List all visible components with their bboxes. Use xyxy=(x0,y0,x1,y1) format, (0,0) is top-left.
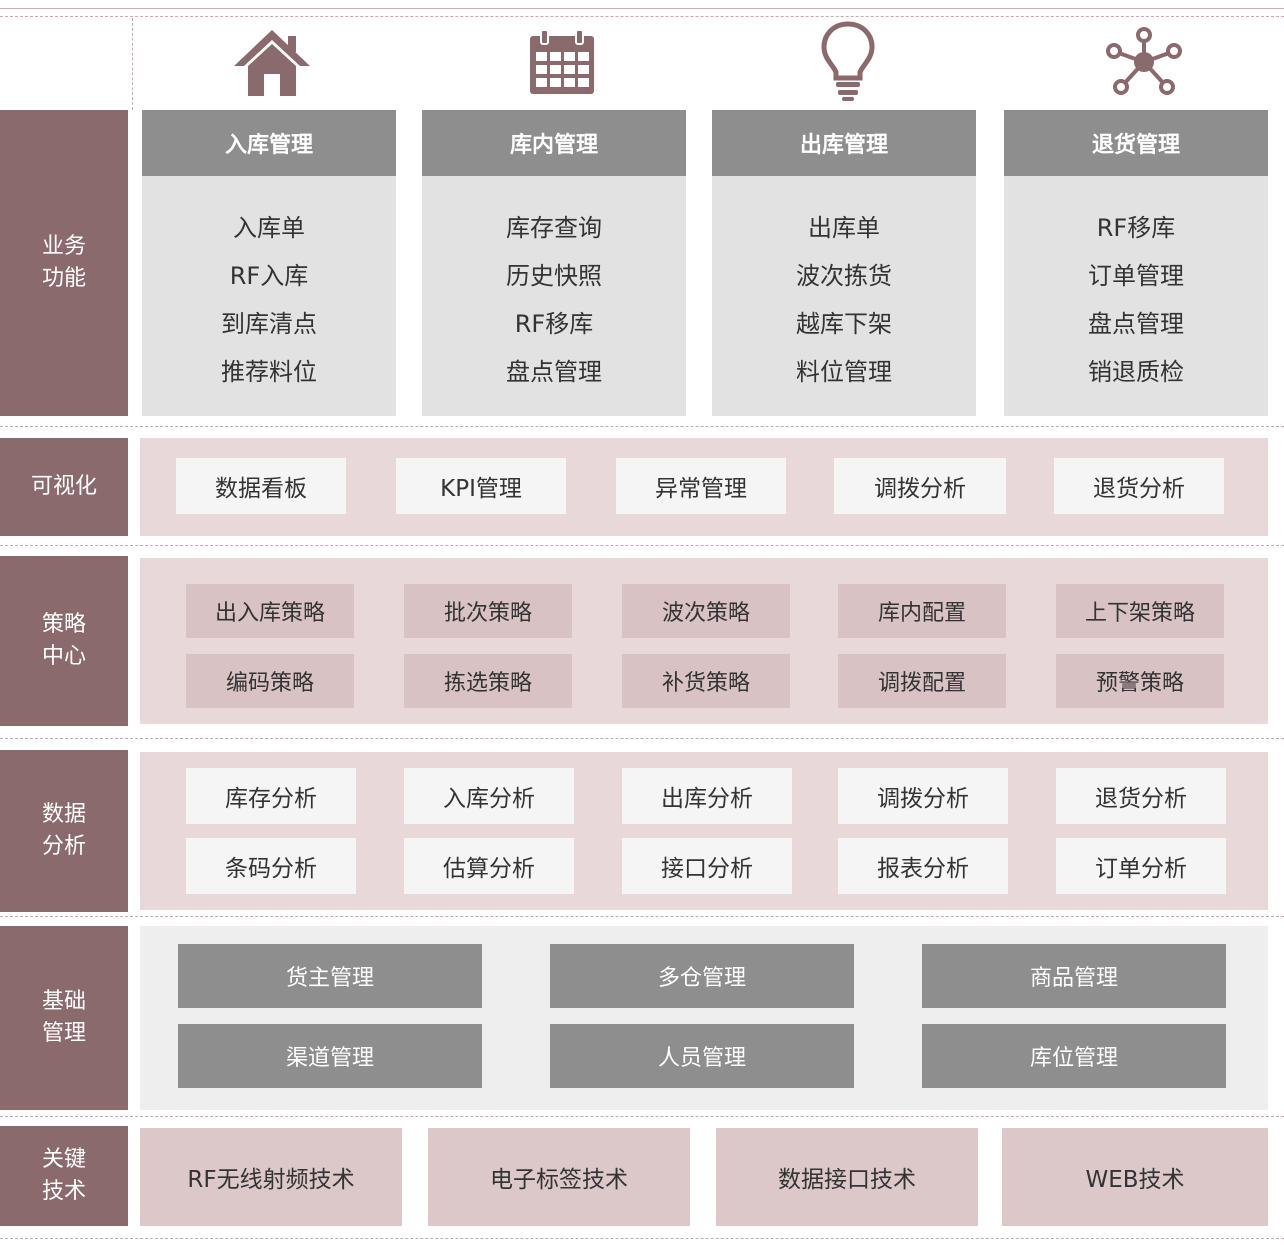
visual-chip: 调拨分析 xyxy=(834,458,1006,514)
strategy-chip: 批次策略 xyxy=(404,584,572,638)
row-divider xyxy=(0,16,1284,17)
column-header-in-warehouse: 库内管理 xyxy=(422,110,686,176)
top-border-line xyxy=(0,8,1284,9)
basic-chip: 多仓管理 xyxy=(550,944,854,1008)
column-body-returns: RF移库 订单管理 盘点管理 销退质检 xyxy=(1004,176,1268,416)
strategy-chip: 拣选策略 xyxy=(404,654,572,708)
analysis-chip: 库存分析 xyxy=(186,768,356,824)
row-label-visual: 可视化 xyxy=(0,438,128,536)
row-divider xyxy=(0,545,1284,546)
analysis-chip: 入库分析 xyxy=(404,768,574,824)
column-header-returns: 退货管理 xyxy=(1004,110,1268,176)
column-body-in-warehouse: 库存查询 历史快照 RF移库 盘点管理 xyxy=(422,176,686,416)
row-divider xyxy=(0,1238,1284,1239)
list-item: 推荐料位 xyxy=(221,358,317,386)
list-item: 出库单 xyxy=(808,214,880,242)
list-item: 订单管理 xyxy=(1088,262,1184,290)
list-item: RF移库 xyxy=(514,310,594,338)
column-body-outbound: 出库单 波次拣货 越库下架 料位管理 xyxy=(712,176,976,416)
basic-chip: 货主管理 xyxy=(178,944,482,1008)
row-divider xyxy=(0,426,1284,427)
row-divider xyxy=(0,1116,1284,1117)
column-body-inbound: 入库单 RF入库 到库清点 推荐料位 xyxy=(142,176,396,416)
visual-chip: 异常管理 xyxy=(616,458,786,514)
strategy-chip: 波次策略 xyxy=(622,584,790,638)
row-divider xyxy=(0,916,1284,917)
list-item: 越库下架 xyxy=(796,310,892,338)
list-item: 盘点管理 xyxy=(1088,310,1184,338)
analysis-chip: 估算分析 xyxy=(404,838,574,894)
strategy-chip: 库内配置 xyxy=(838,584,1006,638)
visual-chip: 数据看板 xyxy=(176,458,346,514)
basic-chip: 库位管理 xyxy=(922,1024,1226,1088)
list-item: 盘点管理 xyxy=(506,358,602,386)
list-item: 库存查询 xyxy=(506,214,602,242)
lightbulb-icon xyxy=(818,20,878,102)
visual-chip: 退货分析 xyxy=(1054,458,1224,514)
tech-chip: 电子标签技术 xyxy=(428,1128,690,1226)
basic-chip: 人员管理 xyxy=(550,1024,854,1088)
analysis-chip: 出库分析 xyxy=(622,768,792,824)
analysis-chip: 退货分析 xyxy=(1056,768,1226,824)
network-icon xyxy=(1104,26,1184,98)
list-item: RF入库 xyxy=(229,262,309,290)
tech-chip: 数据接口技术 xyxy=(716,1128,978,1226)
strategy-chip: 预警策略 xyxy=(1056,654,1224,708)
row-label-business: 业务 功能 xyxy=(0,110,128,416)
row-label-basic: 基础 管理 xyxy=(0,926,128,1110)
list-item: 到库清点 xyxy=(221,310,317,338)
list-item: 销退质检 xyxy=(1088,358,1184,386)
strategy-chip: 出入库策略 xyxy=(186,584,354,638)
row-label-tech: 关键 技术 xyxy=(0,1126,128,1226)
strategy-chip: 补货策略 xyxy=(622,654,790,708)
visual-chip: KPI管理 xyxy=(396,458,566,514)
basic-chip: 渠道管理 xyxy=(178,1024,482,1088)
column-divider xyxy=(132,18,133,110)
column-header-inbound: 入库管理 xyxy=(142,110,396,176)
tech-chip: RF无线射频技术 xyxy=(140,1128,402,1226)
analysis-chip: 条码分析 xyxy=(186,838,356,894)
strategy-chip: 编码策略 xyxy=(186,654,354,708)
home-icon xyxy=(230,26,314,98)
column-header-outbound: 出库管理 xyxy=(712,110,976,176)
list-item: 入库单 xyxy=(233,214,305,242)
row-divider xyxy=(0,738,1284,739)
analysis-chip: 调拨分析 xyxy=(838,768,1008,824)
list-item: 波次拣货 xyxy=(796,262,892,290)
analysis-chip: 接口分析 xyxy=(622,838,792,894)
row-label-strategy: 策略 中心 xyxy=(0,556,128,726)
analysis-chip: 报表分析 xyxy=(838,838,1008,894)
tech-chip: WEB技术 xyxy=(1002,1128,1268,1226)
strategy-chip: 上下架策略 xyxy=(1056,584,1224,638)
row-label-analysis: 数据 分析 xyxy=(0,750,128,912)
analysis-chip: 订单分析 xyxy=(1056,838,1226,894)
list-item: 历史快照 xyxy=(506,262,602,290)
basic-chip: 商品管理 xyxy=(922,944,1226,1008)
list-item: RF移库 xyxy=(1096,214,1176,242)
list-item: 料位管理 xyxy=(796,358,892,386)
strategy-chip: 调拨配置 xyxy=(838,654,1006,708)
calendar-icon xyxy=(526,28,598,96)
